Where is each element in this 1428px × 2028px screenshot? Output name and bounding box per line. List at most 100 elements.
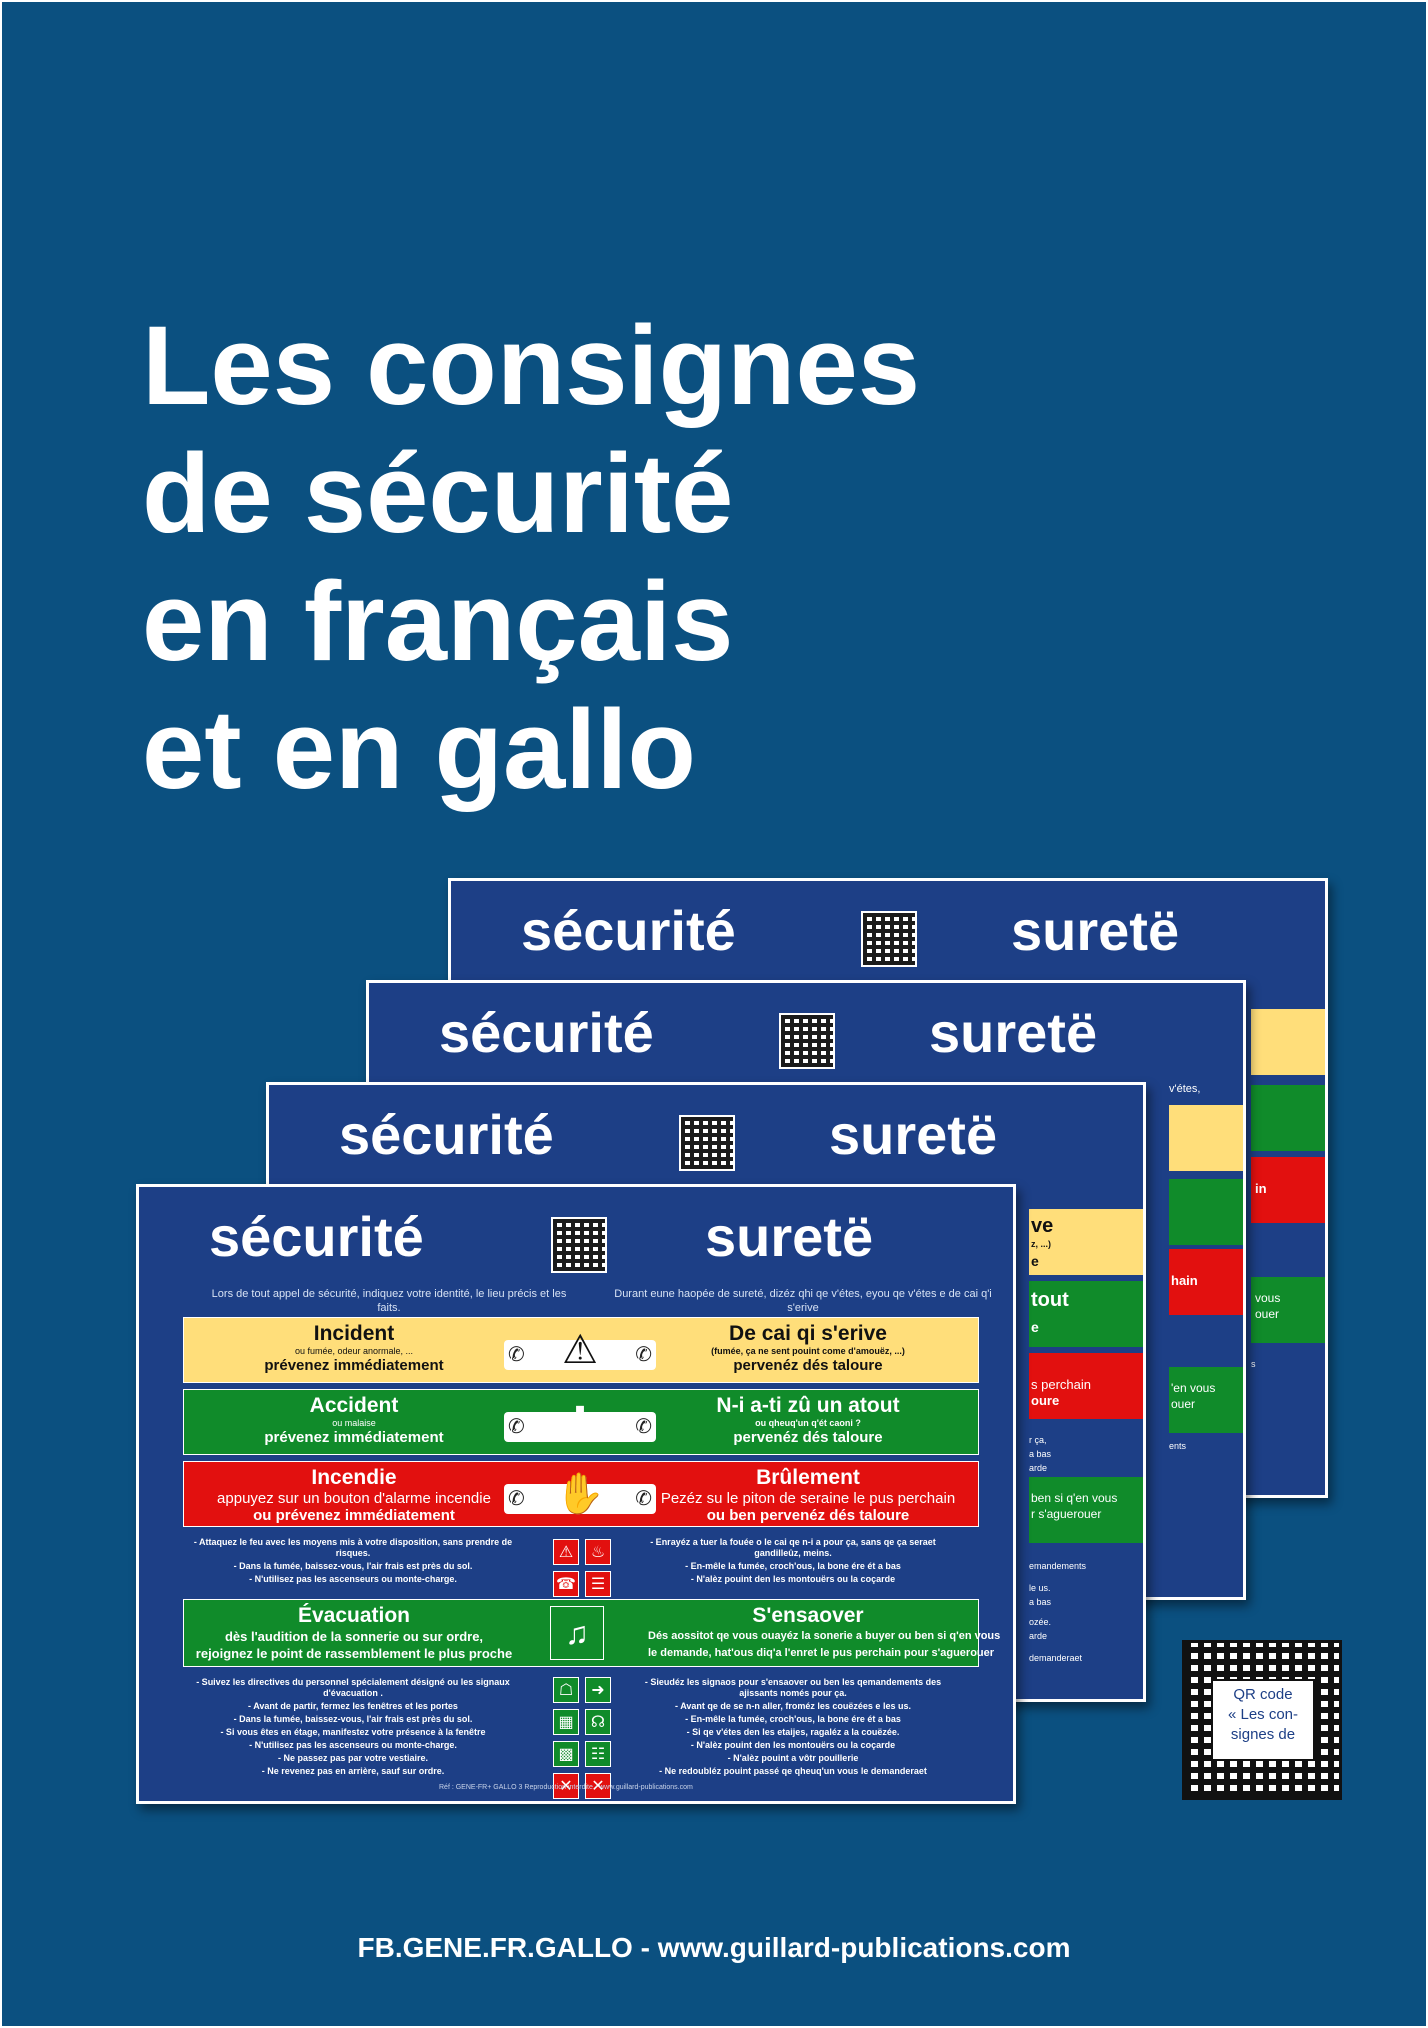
band-green [1251, 1085, 1325, 1151]
band-green: tout e [1029, 1281, 1143, 1347]
band-yellow [1251, 1009, 1325, 1075]
first-aid-cross-icon: ✚ [563, 1400, 597, 1444]
notes-fire-right: - Enrayéz a tuer la fouée o le cai qe n-… [633, 1537, 953, 1587]
band-small: ou fumée, odeur anormale, ... [294, 1346, 414, 1356]
fragment-text: z, ...) [1031, 1239, 1051, 1249]
band-small: Pezéz su le piton de seraine le pus perc… [660, 1490, 956, 1507]
qr-code-icon [779, 1013, 835, 1069]
note-line: - Suivez les directives du personnel spé… [196, 1677, 510, 1698]
phone-icon: ✆ [635, 1344, 652, 1366]
fragment-notes: emandements le us. a bas ozée. arde dema… [1029, 1559, 1086, 1665]
fragment-text: s [1251, 1359, 1256, 1369]
fire-ladder-icon: ☰ [585, 1571, 611, 1597]
band-line: rejoignez le point de rassemblement le p… [195, 1646, 513, 1661]
note-line: - Dans la fumée, baissez-vous, l'air fra… [233, 1561, 473, 1571]
band-left-text: Accident ou malaise prévenez immédiateme… [194, 1394, 514, 1446]
intro-left: Lors de tout appel de sécurité, indiquez… [211, 1288, 567, 1314]
fragment-text: ouer [1255, 1307, 1280, 1321]
band-action: ou ben pervenéz dés taloure [706, 1507, 910, 1524]
fragment-text: ve [1031, 1215, 1054, 1237]
fragment-text: hain [1171, 1273, 1198, 1288]
note-line: - Ne redoubléz pouint passé qe qheuq'un … [659, 1766, 927, 1776]
title-line: et en gallo [142, 687, 696, 812]
stairs-icon: ☷ [585, 1741, 611, 1767]
band-incident: Incident ou fumée, odeur anormale, ... p… [183, 1317, 979, 1383]
poster-title-left: sécurité [521, 899, 736, 962]
phone-icon: ✆ [508, 1488, 525, 1510]
band-left-text: Incident ou fumée, odeur anormale, ... p… [194, 1322, 514, 1374]
fragment-text: emandements [1029, 1561, 1087, 1571]
band-title: Incendie [311, 1466, 397, 1489]
note-line: - Si qe v'étes den les etaijes, ragaléz … [686, 1727, 900, 1737]
footer-text: FB.GENE.FR.GALLO - www.guillard-publicat… [357, 1932, 1071, 1963]
band-green: 'en vous ouer [1169, 1367, 1243, 1433]
floor-window-icon: ▩ [553, 1741, 579, 1767]
no-return-icon: ✕ [585, 1773, 611, 1799]
fragment-text: a bas [1029, 1597, 1052, 1607]
fragment-text: in [1255, 1181, 1267, 1196]
fragment-text: arde [1029, 1631, 1048, 1641]
band-right-text: N-i a-ti zû un atout ou qheuq'un q'ét ca… [648, 1394, 968, 1446]
phone-box: ✆✆ [504, 1340, 656, 1370]
fire-extinguisher-icon: ⚠ [553, 1539, 579, 1565]
band-red: in [1251, 1157, 1325, 1223]
note-line: - Dans la fumée, baissez-vous, l'air fra… [233, 1714, 473, 1724]
note-line: - Ne revenez pas en arrière, sauf sur or… [261, 1766, 445, 1776]
fragment-text: demanderaet [1029, 1653, 1083, 1663]
note-line: - Attaquez le feu avec les moyens mis à … [193, 1537, 513, 1558]
fragment-text: s perchain [1031, 1377, 1091, 1392]
qr-caption-line: QR code [1233, 1686, 1293, 1703]
fragment-text: ben si q'en vous [1031, 1491, 1118, 1505]
band-title: Brûlement [756, 1466, 860, 1489]
note-line: - En-mêle la fumée, croch'ous, la bone é… [685, 1561, 901, 1571]
fragment-text: vous [1255, 1291, 1281, 1305]
fragment-text: ouer [1171, 1397, 1196, 1411]
fire-alarm-icon: ✋ [555, 1472, 605, 1516]
intro-right: Durant eune haopée de sureté, dizéz qhi … [614, 1288, 992, 1314]
fragment-text: e [1031, 1253, 1039, 1269]
band-accident: Accident ou malaise prévenez immédiateme… [183, 1389, 979, 1455]
band-small: appuyez sur un bouton d'alarme incendie [217, 1490, 491, 1507]
warning-icon: ⚠ [562, 1328, 598, 1372]
note-line: - Avant qe de se n-n aller, froméz les c… [675, 1701, 911, 1711]
note-line: - N'utilisez pas les ascenseurs ou monte… [249, 1740, 457, 1750]
band-yellow [1169, 1105, 1243, 1171]
note-line: - N'utilisez pas les ascenseurs ou monte… [249, 1574, 457, 1584]
fragment-text: oure [1031, 1393, 1060, 1408]
band-right-text: S'ensaover Dés aossitot qe vous ouayéz l… [648, 1604, 1001, 1662]
poster-title-left: sécurité [209, 1205, 424, 1268]
note-line: - Sieudéz les signaos pour s'ensaover ou… [644, 1677, 942, 1698]
band-line: Dés aossitot qe vous ouayéz la sonerie a… [648, 1630, 1001, 1642]
band-fire: Incendie appuyez sur un bouton d'alarme … [183, 1461, 979, 1527]
qr-caption-line: signes de [1230, 1726, 1296, 1743]
band-green: vous ouer [1251, 1277, 1325, 1343]
band-evacuation: Évacuation dès l'audition de la sonnerie… [183, 1599, 1001, 1667]
band-left-text: Évacuation dès l'audition de la sonnerie… [194, 1604, 514, 1662]
qr-code[interactable]: QR code « Les con- signes de [1182, 1640, 1342, 1800]
poster-title-left: sécurité [339, 1103, 554, 1166]
phone-icon: ✆ [508, 1344, 525, 1366]
title-line: de sécurité [142, 431, 734, 556]
band-right-text: De cai qi s'erive (fumée, ça ne sent pou… [648, 1322, 968, 1374]
fragment-text: a bas [1029, 1449, 1052, 1459]
note-line: - N'alèz pouint a vôtr pouillerie [727, 1753, 859, 1763]
note-line: - En-mêle la fumée, croch'ous, la bone é… [685, 1714, 901, 1724]
band-title: Évacuation [297, 1604, 411, 1627]
window-icon: ▦ [553, 1709, 579, 1735]
band-line: le demande, hat'ous diq'a l'enret le pus… [648, 1647, 995, 1659]
band-action: pervenéz dés taloure [733, 1429, 883, 1446]
fragment-text: ents [1169, 1441, 1187, 1451]
fragment-text: arde [1029, 1463, 1048, 1473]
band-title: N-i a-ti zû un atout [716, 1394, 900, 1417]
crouch-icon: ☊ [585, 1709, 611, 1735]
band-red: s perchain oure [1029, 1353, 1143, 1419]
no-cloakroom-icon: ✕ [553, 1773, 579, 1799]
poster-title-right: suretë [829, 1103, 998, 1166]
band-title: Incident [313, 1322, 395, 1345]
notes-fire-left: - Attaquez le feu avec les moyens mis à … [193, 1537, 513, 1587]
title-line: en français [142, 559, 734, 684]
phone-icon: ✆ [635, 1488, 652, 1510]
band-small: (fumée, ça ne sent pouint come d'amouëz,… [711, 1346, 905, 1356]
exit-running-icon: ☖ [553, 1677, 579, 1703]
notes-evac-left: - Suivez les directives du personnel spé… [193, 1677, 513, 1779]
